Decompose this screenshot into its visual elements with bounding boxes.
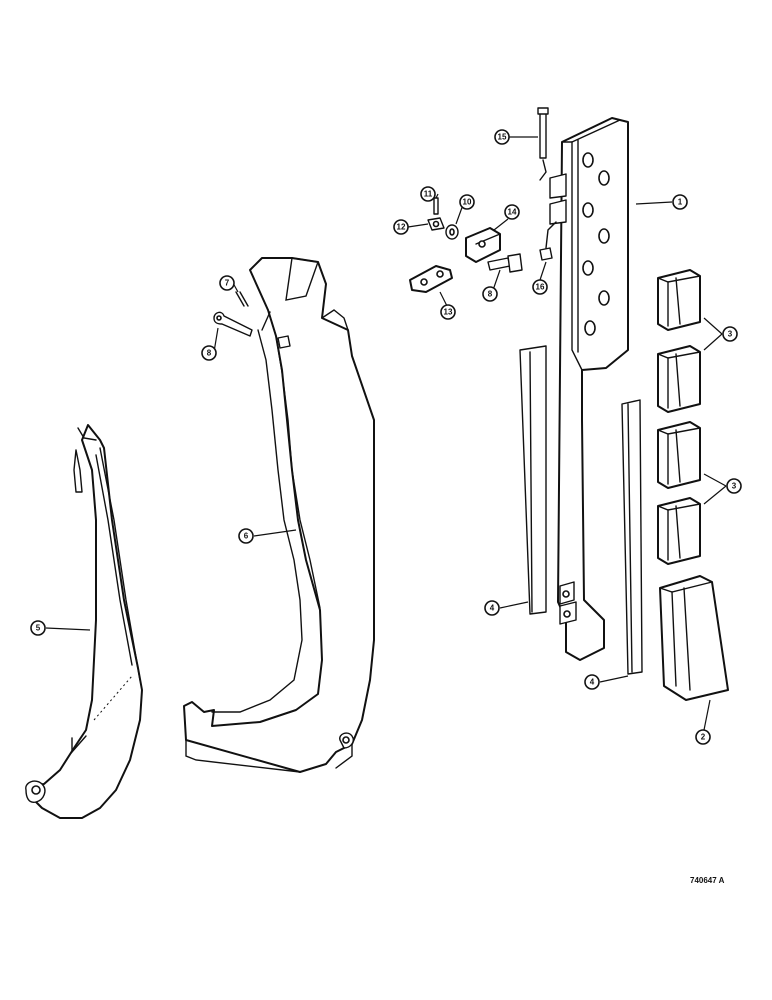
callout-4b: 4: [584, 674, 600, 690]
part-13-plate: [409, 265, 453, 293]
part-2-tapered-block: [659, 575, 729, 701]
part-12-nut: [427, 217, 445, 231]
callout-3b: 3: [726, 478, 742, 494]
callout-5: 5: [30, 620, 46, 636]
svg-text:10: 10: [463, 198, 472, 207]
callout-15: 15: [494, 129, 510, 145]
svg-text:8: 8: [207, 349, 212, 358]
svg-text:4: 4: [490, 604, 495, 613]
svg-text:4: 4: [590, 678, 595, 687]
svg-text:15: 15: [498, 133, 507, 142]
callout-10: 10: [459, 194, 475, 210]
callout-13: 13: [440, 304, 456, 320]
part-4-strip-left: [519, 345, 547, 615]
part-10-washer: [445, 224, 459, 240]
part-1-post: [549, 117, 629, 661]
part-3-wear-block-1: [657, 269, 701, 331]
callout-3a: 3: [722, 326, 738, 342]
svg-text:1: 1: [678, 198, 683, 207]
svg-text:8: 8: [488, 290, 493, 299]
part-8-clevis-pin: [213, 311, 253, 337]
drawing-number: 740647 A: [690, 876, 725, 885]
svg-text:13: 13: [444, 308, 453, 317]
callout-8-right: 8: [482, 286, 498, 302]
svg-text:6: 6: [244, 532, 249, 541]
callout-6: 6: [238, 528, 254, 544]
part-3-wear-block-2: [657, 345, 701, 413]
svg-text:11: 11: [424, 190, 433, 199]
part-5-curved-guard: [25, 424, 143, 819]
svg-text:3: 3: [732, 482, 737, 491]
leader-lines: [45, 136, 727, 731]
part-8-bolt: [487, 253, 523, 273]
svg-text:16: 16: [536, 283, 545, 292]
part-15-long-bolt: [537, 107, 549, 181]
svg-text:7: 7: [225, 279, 230, 288]
callout-16: 16: [532, 279, 548, 295]
callout-2: 2: [695, 729, 711, 745]
part-3-wear-block-3: [657, 421, 701, 489]
callout-1: 1: [672, 194, 688, 210]
callout-12: 12: [393, 219, 409, 235]
svg-text:14: 14: [508, 208, 517, 217]
part-4-strip-right: [621, 399, 643, 675]
callout-11: 11: [420, 186, 436, 202]
callout-4a: 4: [484, 600, 500, 616]
callout-8-left: 8: [201, 345, 217, 361]
part-7-cotter-pin: [235, 291, 249, 307]
svg-text:3: 3: [728, 330, 733, 339]
part-11-pin: [433, 197, 439, 215]
part-14-clevis: [465, 227, 501, 263]
callout-7: 7: [219, 275, 235, 291]
part-6-chute: [183, 257, 375, 773]
part-16-nut: [539, 221, 557, 261]
svg-text:12: 12: [397, 223, 406, 232]
part-3-wear-block-4: [657, 497, 701, 565]
svg-text:5: 5: [36, 624, 41, 633]
callout-14: 14: [504, 204, 520, 220]
svg-text:2: 2: [701, 733, 706, 742]
